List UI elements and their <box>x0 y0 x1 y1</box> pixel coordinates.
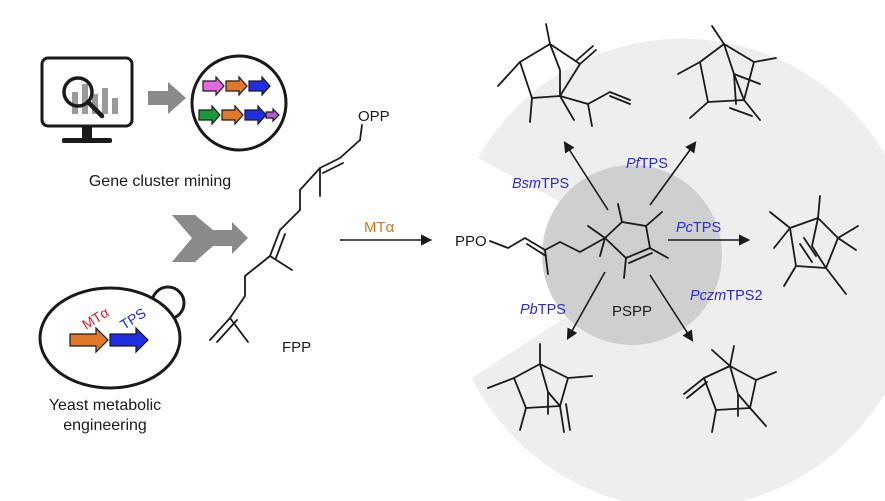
mt-arrow-label: MTα <box>364 219 395 236</box>
yeast-caption-line2: engineering <box>63 417 147 434</box>
pspp-label: PSPP <box>612 303 652 320</box>
grey-arrow-icon <box>148 82 186 114</box>
merge-arrow-icon <box>172 215 248 262</box>
product-structure-bottom-left <box>487 343 593 433</box>
enzyme-label-pb: PbTPS <box>520 302 566 318</box>
enzyme-suffix: TPS <box>693 220 721 236</box>
gene-cluster-caption: Gene cluster mining <box>89 173 231 190</box>
enzyme-italic: Bsm <box>512 176 541 192</box>
product-structure-bottom-right <box>683 345 777 433</box>
radial-arrows <box>563 141 751 342</box>
product-structure-right <box>769 195 859 295</box>
enzyme-suffix: TPS <box>541 176 569 192</box>
enzyme-label-pf: PfTPS <box>626 156 668 172</box>
enzyme-italic: Pf <box>626 156 642 172</box>
product-structure-top-left <box>497 23 631 127</box>
opp-label: OPP <box>358 108 390 125</box>
enzyme-suffix: TPS2 <box>726 288 762 304</box>
enzyme-label-pc: PcTPS <box>676 220 721 236</box>
enzyme-suffix: TPS <box>640 156 668 172</box>
yeast-caption-line1: Yeast metabolic <box>49 397 161 414</box>
enzyme-italic: Pc <box>676 220 694 236</box>
monitor-icon <box>40 56 134 143</box>
product-structure-top-right <box>677 25 777 121</box>
fpp-label: FPP <box>282 339 311 356</box>
enzyme-italic: Pb <box>520 302 538 318</box>
enzyme-label-bsm: BsmTPS <box>512 176 569 192</box>
enzyme-label-pczm: PczmTPS2 <box>690 288 763 304</box>
fpp-structure <box>209 124 363 343</box>
ppo-label: PPO <box>455 233 487 250</box>
enzyme-suffix: TPS <box>538 302 566 318</box>
enzyme-italic: Pczm <box>690 288 726 304</box>
pspp-structure <box>489 203 669 279</box>
yeast-cell-icon <box>38 285 186 390</box>
gene-cluster-icon <box>190 54 288 152</box>
magnifier-icon <box>62 76 105 119</box>
